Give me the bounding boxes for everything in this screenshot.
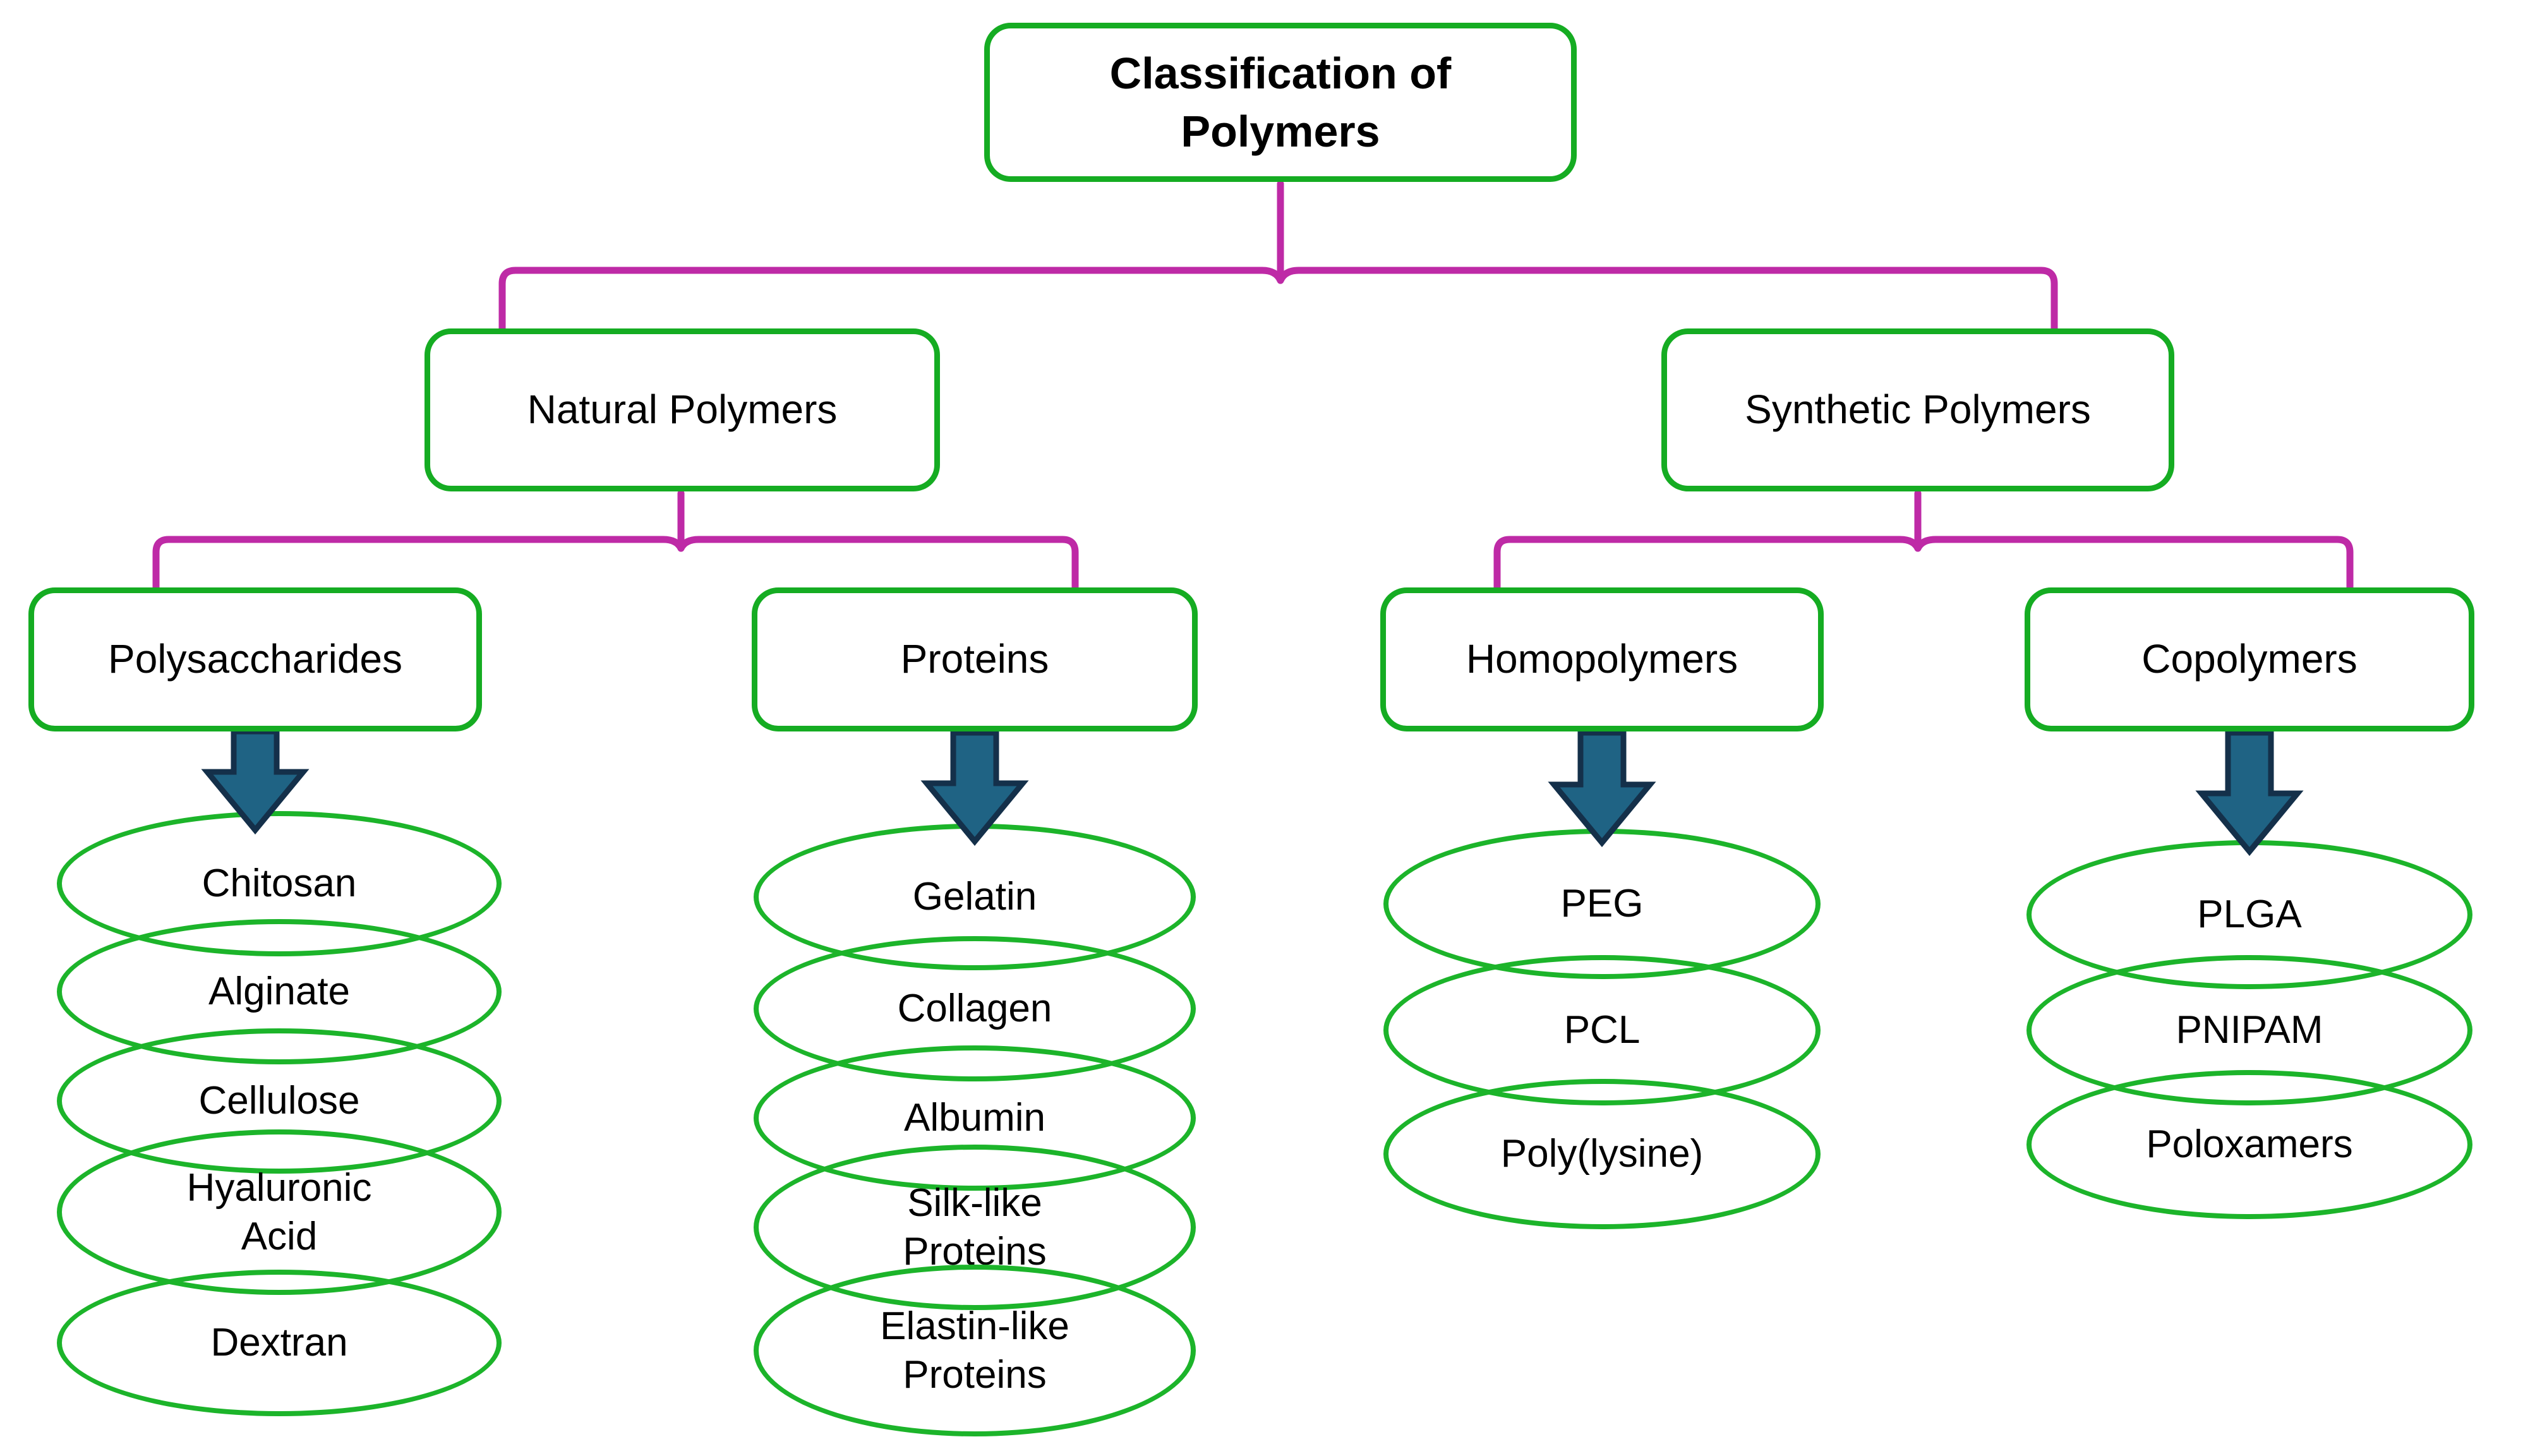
- root-node-label-line1: Classification of: [1109, 48, 1452, 98]
- node-natural-polymers: Natural Polymers: [425, 328, 940, 491]
- node-homopolymers: Homopolymers: [1380, 587, 1824, 731]
- connector-root-right: [1277, 267, 2058, 333]
- node-copolymers: Copolymers: [2025, 587, 2474, 731]
- node-synthetic-polymers: Synthetic Polymers: [1661, 328, 2174, 491]
- ellipse-gelatin-label: Gelatin: [912, 875, 1037, 919]
- node-natural-polymers-label: Natural Polymers: [527, 387, 838, 433]
- node-polysaccharides-label: Polysaccharides: [108, 636, 402, 682]
- node-proteins-label: Proteins: [900, 636, 1049, 682]
- ellipse-dextran-label: Dextran: [210, 1321, 348, 1365]
- root-node-label-line2: Polymers: [1181, 107, 1380, 156]
- ellipse-dextran: Dextran: [57, 1270, 502, 1416]
- connector-natural-right: [677, 536, 1079, 592]
- ellipse-chitosan-label: Chitosan: [202, 862, 357, 906]
- node-polysaccharides: Polysaccharides: [28, 587, 482, 731]
- ellipse-elastin-like-proteins-label: Elastin-like Proteins: [880, 1304, 1069, 1397]
- node-classification-of-polymers: Classification of Polymers: [984, 23, 1577, 182]
- connector-synthetic-right: [1914, 536, 2354, 592]
- ellipse-alginate-label: Alginate: [208, 970, 351, 1014]
- ellipse-cellulose-label: Cellulose: [198, 1079, 360, 1123]
- connector-root-left: [498, 267, 1284, 333]
- ellipse-poloxamers-label: Poloxamers: [2146, 1122, 2353, 1167]
- node-copolymers-label: Copolymers: [2141, 636, 2357, 682]
- down-arrow-icon-copolymers: [2195, 730, 2304, 857]
- ellipse-plga-label: PLGA: [2197, 893, 2302, 937]
- ellipse-poly-lysine: Poly(lysine): [1383, 1079, 1821, 1229]
- ellipse-peg-label: PEG: [1560, 882, 1644, 926]
- node-synthetic-polymers-label: Synthetic Polymers: [1745, 387, 2091, 433]
- ellipse-hyaluronic-acid-label: Hyaluronic Acid: [186, 1165, 372, 1259]
- node-proteins: Proteins: [752, 587, 1198, 731]
- ellipse-albumin-label: Albumin: [904, 1096, 1045, 1140]
- node-homopolymers-label: Homopolymers: [1466, 636, 1738, 682]
- down-arrow-icon-homopolymers: [1548, 730, 1656, 848]
- ellipse-elastin-like-proteins: Elastin-like Proteins: [754, 1265, 1196, 1436]
- down-arrow-icon-polysaccharides: [201, 728, 310, 835]
- ellipse-pcl-label: PCL: [1563, 1008, 1641, 1052]
- down-arrow-icon-proteins: [920, 730, 1029, 846]
- ellipse-poloxamers: Poloxamers: [2026, 1070, 2472, 1219]
- root-node-label: Classification of Polymers: [1110, 44, 1452, 161]
- ellipse-collagen-label: Collagen: [897, 987, 1052, 1031]
- connector-natural-left: [152, 536, 685, 592]
- ellipse-poly-lysine-label: Poly(lysine): [1500, 1132, 1704, 1176]
- connector-synthetic-left: [1493, 536, 1922, 592]
- ellipse-pnipam-label: PNIPAM: [2176, 1008, 2323, 1052]
